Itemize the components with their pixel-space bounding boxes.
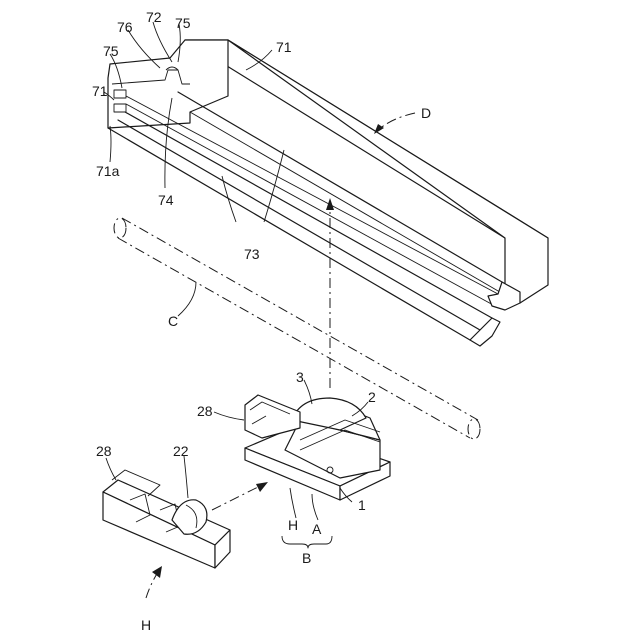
label-D: D [421, 105, 431, 121]
label-71-left: 71 [92, 83, 108, 99]
shaft-end-near [114, 218, 126, 238]
label-73: 73 [244, 246, 260, 262]
arrow-to-slider [212, 482, 268, 510]
holder-H [103, 470, 230, 568]
label-28-low: 28 [96, 443, 112, 459]
label-H-mid: H [288, 517, 298, 533]
shaft-end-far [468, 419, 480, 439]
label-75-top: 75 [175, 15, 191, 31]
label-28-mid: 28 [197, 403, 213, 419]
label-75-left: 75 [103, 43, 119, 59]
label-B: B [302, 550, 311, 566]
label-71-top: 71 [276, 39, 292, 55]
brace-B [282, 536, 332, 548]
rail-end-face [108, 40, 228, 128]
label-76: 76 [117, 19, 133, 35]
label-C: C [168, 313, 178, 329]
label-22: 22 [173, 443, 189, 459]
label-72: 72 [146, 9, 162, 25]
arrow-H [146, 566, 162, 598]
label-74: 74 [158, 192, 174, 208]
label-A: A [312, 521, 322, 537]
slider-assembly-B [245, 395, 390, 500]
label-71a: 71a [96, 163, 120, 179]
rail-flange-end [470, 318, 500, 346]
assembly-arrow-head [326, 198, 334, 210]
label-3: 3 [296, 369, 304, 385]
label-H-low: H [141, 617, 151, 633]
label-1: 1 [358, 497, 366, 513]
arrow-D [374, 113, 415, 134]
rail-71 [108, 40, 548, 346]
label-2: 2 [368, 389, 376, 405]
